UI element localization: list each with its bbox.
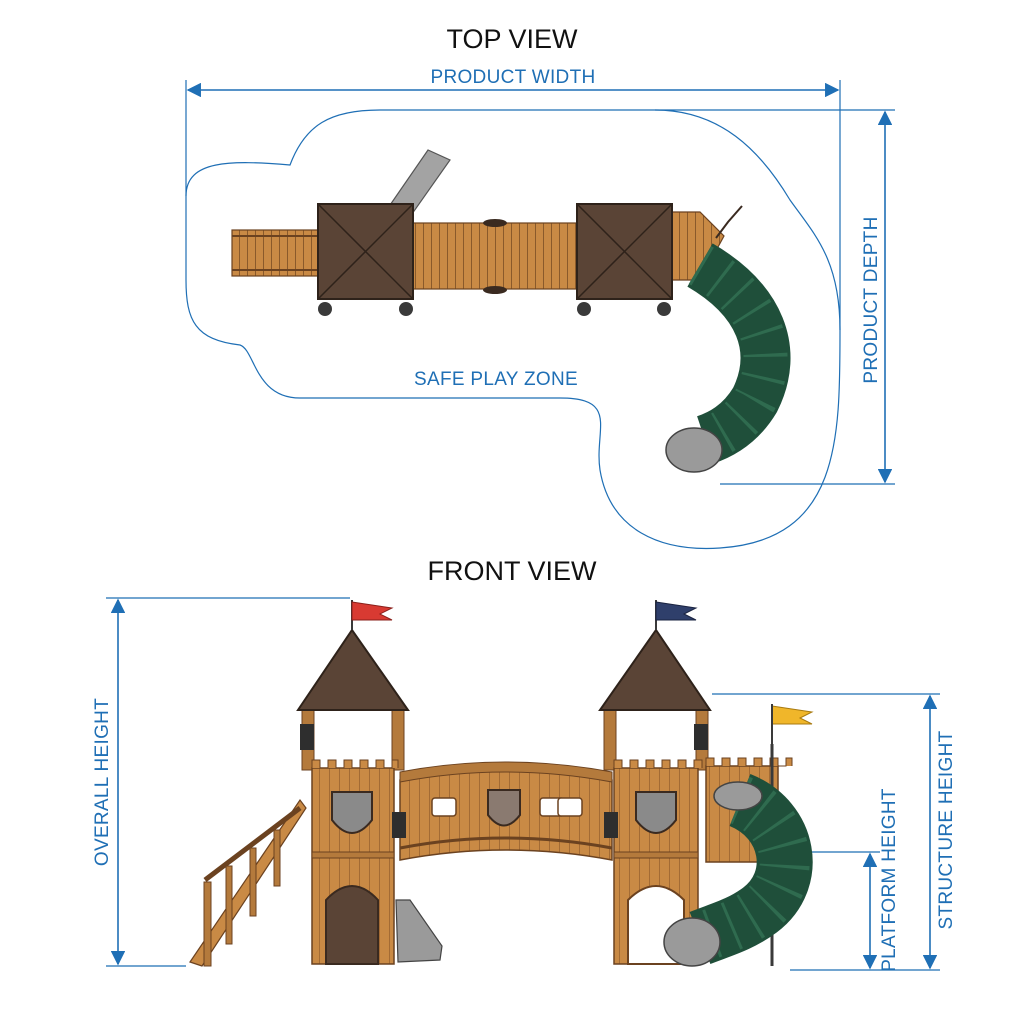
- flag-pole-top: [715, 205, 743, 239]
- bridge-shield: [487, 789, 521, 827]
- right-tower-roof-top: [576, 203, 673, 316]
- lantern-left-2: [392, 812, 406, 838]
- lantern-left-1: [300, 724, 314, 750]
- right-tower-shield: [635, 791, 677, 834]
- left-tower-shield: [331, 791, 373, 834]
- product-width-dimension: PRODUCT WIDTH: [185, 67, 841, 330]
- flag-navy: [655, 601, 698, 621]
- structure-height-label: STRUCTURE HEIGHT: [936, 730, 957, 929]
- top-view-title: TOP VIEW: [446, 24, 578, 54]
- safe-play-zone-outline: [185, 109, 841, 550]
- left-tower: [296, 600, 410, 965]
- flag-yellow: [771, 705, 814, 725]
- bridge-front: [399, 761, 613, 861]
- flag-red: [351, 601, 394, 621]
- product-width-label: PRODUCT WIDTH: [430, 67, 595, 88]
- bridge-top: [407, 222, 581, 290]
- right-tower-roof: [598, 628, 712, 711]
- straight-slide-front: [395, 899, 443, 963]
- overall-height-dimension: OVERALL HEIGHT: [92, 597, 350, 967]
- tube-slide-exit-top: [665, 427, 723, 473]
- front-view: FRONT VIEW OVERALL HEIGHT PLATFORM HEIGH…: [92, 556, 957, 972]
- left-tower-roof-top: [317, 203, 414, 316]
- left-tower-roof: [296, 628, 410, 711]
- structure-height-dimension: STRUCTURE HEIGHT: [712, 693, 957, 970]
- ramp-top: [231, 229, 325, 277]
- tube-slide-front: [663, 774, 813, 967]
- front-view-title: FRONT VIEW: [427, 556, 597, 586]
- lantern-right-1: [604, 812, 618, 838]
- top-view: TOP VIEW PRODUCT WIDTH PRODUCT DEPTH SAF…: [185, 24, 895, 550]
- platform-height-dimension: PLATFORM HEIGHT: [790, 788, 940, 972]
- platform-height-label: PLATFORM HEIGHT: [879, 788, 900, 972]
- overall-height-label: OVERALL HEIGHT: [92, 698, 113, 866]
- safe-play-zone-label: SAFE PLAY ZONE: [414, 369, 578, 390]
- lantern-right-2: [694, 724, 708, 750]
- stairs: [189, 798, 307, 967]
- right-tower: [598, 600, 712, 965]
- product-depth-label: PRODUCT DEPTH: [861, 216, 882, 383]
- product-depth-dimension: PRODUCT DEPTH: [655, 109, 895, 485]
